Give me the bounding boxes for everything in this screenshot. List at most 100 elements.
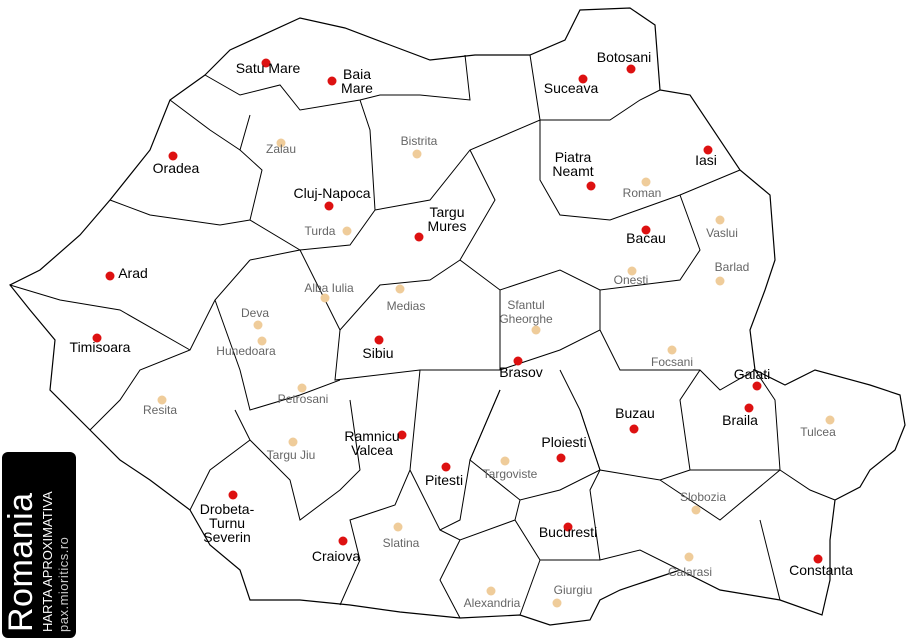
city-marker-hunedoara (257, 336, 267, 346)
city-marker-onesti (627, 266, 637, 276)
city-label-vaslui: Vaslui (706, 226, 738, 240)
city-marker-slobozia (691, 505, 701, 515)
city-label-craiova: Craiova (311, 548, 361, 564)
city-marker-resita (157, 395, 167, 405)
city-label-slatina: Slatina (382, 536, 420, 550)
city-label-drobeta-turnu-severin: Drobeta- Turnu Severin (199, 501, 255, 545)
city-label-satu-mare: Satu Mare (235, 60, 301, 76)
city-marker-oradea (168, 151, 178, 161)
city-label-oradea: Oradea (152, 160, 200, 176)
map-subtitle: HARTA APROXIMATIVA (40, 491, 55, 632)
city-label-tulcea: Tulcea (800, 425, 836, 439)
city-marker-deva (253, 320, 263, 330)
city-label-bucuresti: Bucuresti (538, 524, 598, 540)
city-label-focsani: Focsani (650, 355, 694, 369)
city-marker-focsani (667, 345, 677, 355)
city-marker-iasi (703, 145, 713, 155)
city-label-medias: Medias (386, 299, 426, 313)
city-marker-buzau (629, 424, 639, 434)
city-label-targu-jiu: Targu Jiu (266, 448, 316, 462)
city-marker-baia-mare (327, 76, 337, 86)
city-label-targu-mures: Targu Mures (427, 204, 467, 234)
city-label-baia-mare: Baia Mare (341, 66, 373, 96)
city-marker-vaslui (715, 215, 725, 225)
map-title: Romania (2, 492, 40, 632)
city-label-piatra-neamt: Piatra Neamt (552, 149, 594, 179)
city-label-brasov: Brasov (499, 364, 543, 380)
city-marker-galati (752, 381, 762, 391)
city-marker-alexandria (486, 586, 496, 596)
city-label-deva: Deva (240, 306, 270, 320)
country-outline (9, 7, 906, 626)
city-label-ramnicu-valcea: Ramnicu Valcea (344, 428, 400, 458)
city-label-botosani: Botosani (596, 49, 652, 65)
city-marker-sfantul-gheorghe (531, 325, 541, 335)
city-marker-piatra-neamt (586, 181, 596, 191)
city-marker-pitesti (441, 462, 451, 472)
city-marker-arad (105, 271, 115, 281)
city-label-zalau: Zalau (265, 142, 297, 156)
city-label-giurgiu: Giurgiu (553, 583, 593, 597)
city-marker-turda (342, 226, 352, 236)
map-source: pax.mioritics.ro (56, 536, 71, 632)
city-label-targoviste: Targoviste (482, 467, 538, 481)
city-label-roman: Roman (622, 186, 662, 200)
city-marker-craiova (338, 536, 348, 546)
city-label-bacau: Bacau (626, 230, 666, 246)
internal-borders (9, 54, 836, 619)
city-marker-satu-mare (261, 58, 271, 68)
city-label-onesti: Onesti (613, 273, 649, 287)
city-label-pitesti: Pitesti (424, 472, 464, 488)
city-marker-petrosani (297, 383, 307, 393)
city-marker-cluj-napoca (324, 201, 334, 211)
city-marker-suceava (578, 74, 588, 84)
city-label-cluj-napoca: Cluj-Napoca (293, 185, 371, 201)
city-label-alba-iulia: Alba Iulia (304, 281, 354, 295)
city-label-resita: Resita (142, 403, 178, 417)
city-label-buzau: Buzau (615, 405, 655, 421)
city-label-ploiesti: Ploiesti (541, 434, 587, 450)
city-marker-sibiu (374, 335, 384, 345)
city-label-braila: Braila (722, 412, 758, 428)
city-label-turda: Turda (304, 224, 336, 238)
city-marker-medias (395, 284, 405, 294)
city-label-constanta: Constanta (789, 562, 853, 578)
city-marker-drobeta-turnu-severin (228, 490, 238, 500)
city-marker-bistrita (412, 149, 422, 159)
city-label-bistrita: Bistrita (400, 134, 438, 148)
city-marker-targu-mures (414, 232, 424, 242)
city-label-slobozia: Slobozia (679, 490, 727, 504)
city-marker-targoviste (500, 456, 510, 466)
city-label-calarasi: Calarasi (667, 565, 713, 579)
city-marker-botosani (626, 64, 636, 74)
city-label-sibiu: Sibiu (362, 345, 394, 361)
city-marker-barlad (715, 276, 725, 286)
city-label-timisoara: Timisoara (69, 339, 131, 355)
city-marker-giurgiu (552, 598, 562, 608)
city-marker-zalau (276, 138, 286, 148)
city-label-arad: Arad (118, 265, 148, 281)
city-label-barlad: Barlad (714, 260, 750, 274)
city-label-petrosani: Petrosani (277, 392, 329, 406)
city-marker-alba-iulia (320, 293, 330, 303)
city-label-sfantul-gheorghe: Sfantul Gheorghe (499, 298, 553, 326)
city-label-hunedoara: Hunedoara (216, 344, 276, 358)
city-marker-bucuresti (563, 522, 573, 532)
city-label-suceava: Suceava (543, 80, 599, 96)
map-title-block: Romania HARTA APROXIMATIVA pax.mioritics… (2, 452, 76, 638)
city-marker-calarasi (684, 552, 694, 562)
city-marker-ramnicu-valcea (397, 430, 407, 440)
city-marker-timisoara (92, 333, 102, 343)
city-marker-roman (641, 177, 651, 187)
city-marker-constanta (813, 554, 823, 564)
city-label-alexandria: Alexandria (463, 596, 521, 610)
city-marker-slatina (393, 522, 403, 532)
city-marker-brasov (513, 356, 523, 366)
city-marker-bacau (641, 225, 651, 235)
city-marker-braila (744, 403, 754, 413)
city-label-galati: Galati (733, 366, 771, 382)
city-label-iasi: Iasi (695, 152, 717, 168)
city-marker-tulcea (825, 415, 835, 425)
